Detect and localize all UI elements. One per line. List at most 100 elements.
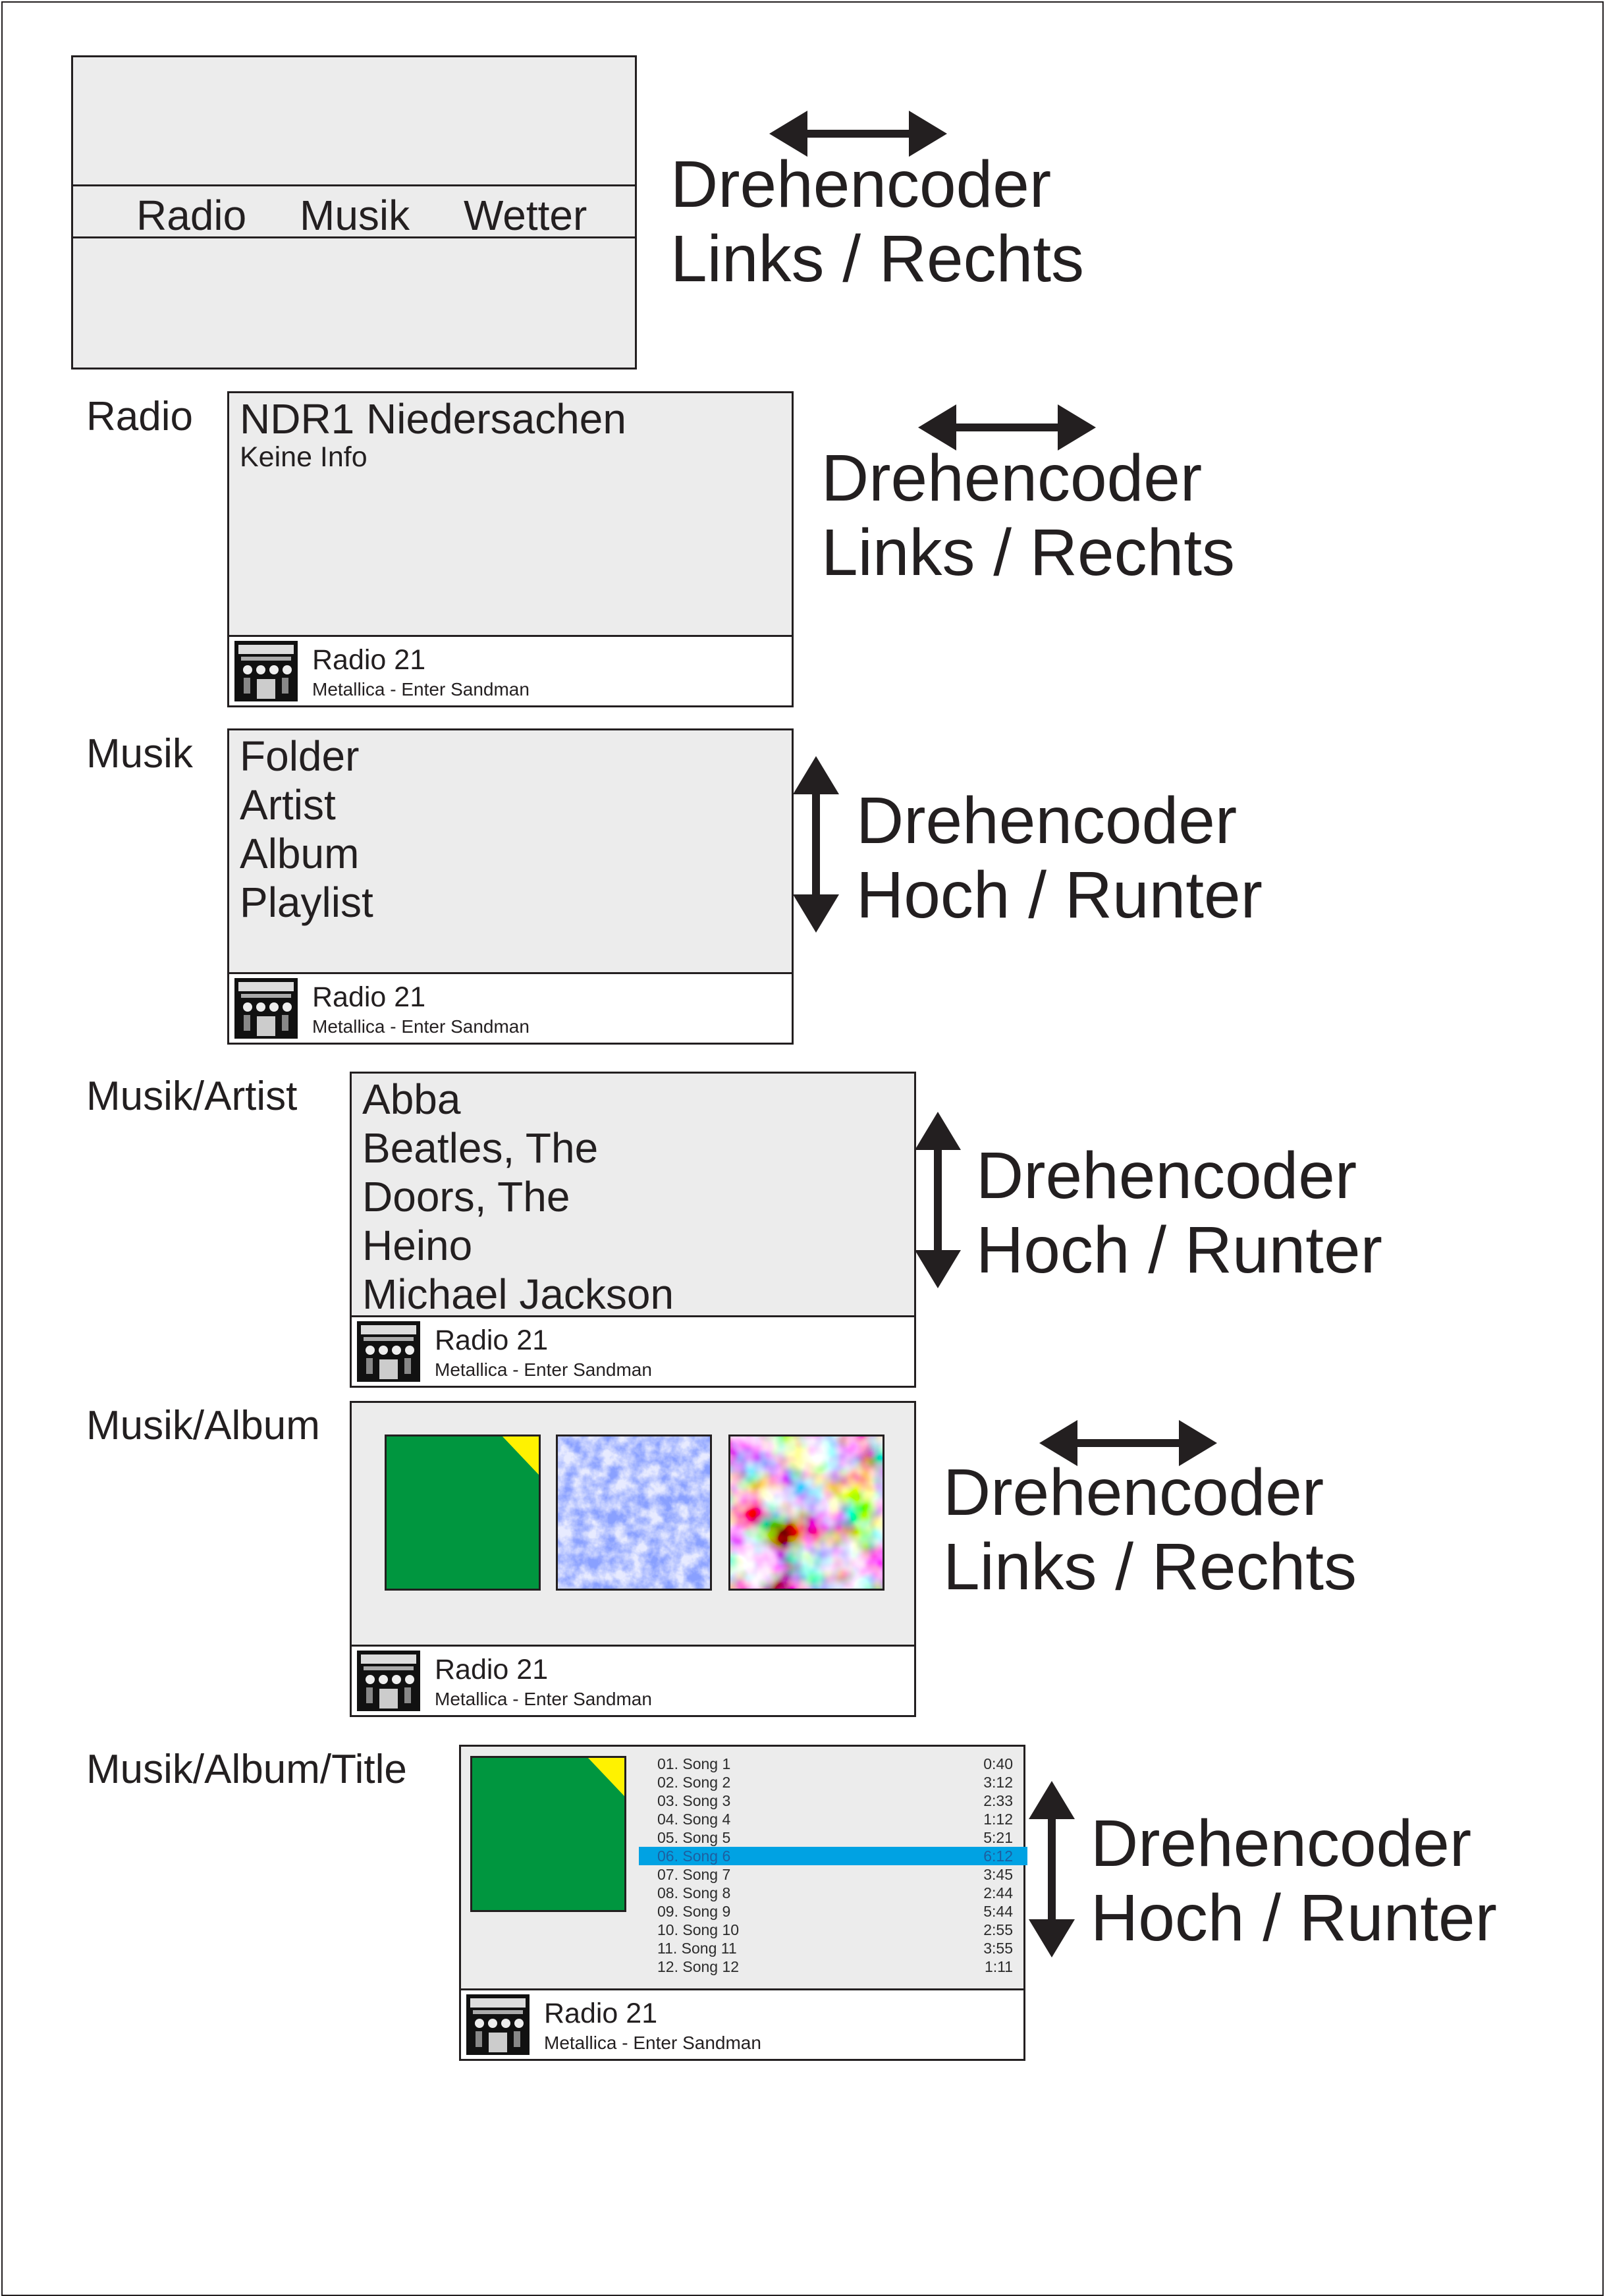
track-name: 02. Song 2 bbox=[657, 1774, 731, 1791]
musik-menu-list: Folder Artist Album Playlist bbox=[240, 732, 373, 927]
player-track: Metallica - Enter Sandman bbox=[312, 1016, 530, 1037]
encoder-direction: Hoch / Runter bbox=[976, 1213, 1382, 1287]
track-row-selected[interactable]: 06. Song 6 6:12 bbox=[639, 1847, 1027, 1865]
track-row[interactable]: 05. Song 5 5:21 bbox=[639, 1828, 1027, 1847]
now-playing-bar[interactable]: Radio 21 Metallica - Enter Sandman bbox=[229, 972, 792, 1043]
encoder-hint-2: Drehencoder Links / Rechts bbox=[821, 441, 1235, 590]
encoder-direction: Links / Rechts bbox=[821, 516, 1236, 589]
green-cover-icon bbox=[470, 1756, 626, 1912]
encoder-direction: Links / Rechts bbox=[943, 1530, 1357, 1604]
track-name: 10. Song 10 bbox=[657, 1921, 740, 1938]
track-duration: 6:12 bbox=[983, 1847, 1013, 1865]
track-row[interactable]: 11. Song 11 3:55 bbox=[639, 1939, 1027, 1957]
track-list: 01. Song 1 0:40 02. Song 2 3:12 03. Song 3… bbox=[639, 1755, 1027, 1976]
encoder-hint-5: Drehencoder Links / Rechts bbox=[943, 1456, 1357, 1604]
list-item[interactable]: Heino bbox=[362, 1222, 473, 1269]
encoder-direction: Links / Rechts bbox=[670, 222, 1085, 296]
track-row[interactable]: 01. Song 1 0:40 bbox=[639, 1755, 1027, 1773]
track-name: 06. Song 6 bbox=[657, 1847, 731, 1865]
player-track: Metallica - Enter Sandman bbox=[544, 2033, 761, 2053]
now-playing-bar[interactable]: Radio 21 Metallica - Enter Sandman bbox=[461, 1988, 1023, 2059]
track-duration: 1:11 bbox=[984, 1958, 1013, 1975]
track-name: 01. Song 1 bbox=[657, 1755, 731, 1772]
player-station: Radio 21 bbox=[312, 981, 426, 1013]
track-row[interactable]: 09. Song 9 5:44 bbox=[639, 1902, 1027, 1921]
player-track: Metallica - Enter Sandman bbox=[435, 1359, 652, 1380]
player-track: Metallica - Enter Sandman bbox=[312, 679, 530, 699]
track-duration: 5:44 bbox=[983, 1903, 1013, 1920]
track-name: 04. Song 4 bbox=[657, 1811, 731, 1828]
up-down-arrow-icon bbox=[915, 1112, 961, 1288]
list-item[interactable]: Folder bbox=[240, 732, 360, 780]
left-right-arrow-icon bbox=[769, 111, 947, 157]
track-duration: 0:40 bbox=[983, 1755, 1013, 1772]
encoder-direction: Hoch / Runter bbox=[856, 858, 1263, 932]
track-row[interactable]: 02. Song 2 3:12 bbox=[639, 1773, 1027, 1791]
musik-artist-screen: Abba Beatles, The Doors, The Heino Micha… bbox=[350, 1072, 916, 1388]
player-station: Radio 21 bbox=[435, 1325, 549, 1356]
up-down-arrow-icon bbox=[1029, 1781, 1075, 1957]
green-cover-icon[interactable] bbox=[385, 1435, 541, 1591]
track-duration: 5:21 bbox=[983, 1829, 1013, 1846]
track-name: 03. Song 3 bbox=[657, 1792, 731, 1809]
encoder-hint-1: Drehencoder Links / Rechts bbox=[670, 148, 1084, 296]
musik-album-screen: Radio 21 Metallica - Enter Sandman bbox=[350, 1401, 916, 1717]
encoder-title: Drehencoder bbox=[943, 1456, 1324, 1529]
list-item[interactable]: Playlist bbox=[240, 879, 373, 926]
menu-item-musik[interactable]: Musik bbox=[300, 192, 410, 239]
radio-station-name: NDR1 Niedersachen bbox=[240, 395, 626, 443]
track-name: 11. Song 11 bbox=[657, 1940, 737, 1957]
track-name: 05. Song 5 bbox=[657, 1829, 731, 1846]
list-item[interactable]: Michael Jackson bbox=[362, 1271, 674, 1318]
list-item[interactable]: Doors, The bbox=[362, 1173, 570, 1220]
track-row[interactable]: 03. Song 3 2:33 bbox=[639, 1791, 1027, 1810]
encoder-title: Drehencoder bbox=[1091, 1807, 1472, 1880]
label-musik-album-title: Musik/Album/Title bbox=[86, 1747, 407, 1792]
label-musik-artist: Musik/Artist bbox=[86, 1074, 298, 1119]
encoder-hint-6: Drehencoder Hoch / Runter bbox=[1091, 1807, 1497, 1955]
list-item[interactable]: Album bbox=[240, 830, 360, 877]
track-name: 09. Song 9 bbox=[657, 1903, 731, 1920]
now-playing-bar[interactable]: Radio 21 Metallica - Enter Sandman bbox=[352, 1315, 914, 1386]
label-radio: Radio bbox=[86, 394, 193, 439]
encoder-hint-4: Drehencoder Hoch / Runter bbox=[976, 1139, 1382, 1288]
encoder-direction: Hoch / Runter bbox=[1091, 1881, 1497, 1955]
now-playing-bar[interactable]: Radio 21 Metallica - Enter Sandman bbox=[352, 1645, 914, 1715]
menu-item-wetter[interactable]: Wetter bbox=[464, 192, 587, 239]
player-station: Radio 21 bbox=[435, 1654, 549, 1685]
track-duration: 2:33 bbox=[983, 1792, 1013, 1809]
track-name: 12. Song 12 bbox=[657, 1958, 740, 1975]
rainbow-cloud-cover-icon[interactable] bbox=[728, 1435, 884, 1591]
radio-screen: NDR1 Niedersachen Keine Info Radio 21 Me… bbox=[227, 391, 794, 707]
blue-cloud-cover-icon[interactable] bbox=[556, 1435, 712, 1591]
list-item[interactable]: Beatles, The bbox=[362, 1124, 599, 1172]
left-right-arrow-icon bbox=[1039, 1420, 1217, 1466]
artist-list: Abba Beatles, The Doors, The Heino Micha… bbox=[362, 1075, 674, 1319]
list-item[interactable]: Abba bbox=[362, 1076, 461, 1123]
menu-item-radio[interactable]: Radio bbox=[136, 192, 247, 239]
track-duration: 3:55 bbox=[983, 1940, 1013, 1957]
list-item[interactable]: Artist bbox=[240, 781, 336, 829]
player-station: Radio 21 bbox=[544, 1998, 658, 2029]
player-station: Radio 21 bbox=[312, 644, 426, 676]
track-row[interactable]: 04. Song 4 1:12 bbox=[639, 1810, 1027, 1828]
metallica-cover-icon bbox=[234, 978, 298, 1039]
track-duration: 3:12 bbox=[983, 1774, 1013, 1791]
encoder-title: Drehencoder bbox=[856, 784, 1238, 858]
now-playing-bar[interactable]: Radio 21 Metallica - Enter Sandman bbox=[229, 635, 792, 705]
metallica-cover-icon bbox=[357, 1321, 420, 1382]
metallica-cover-icon bbox=[234, 641, 298, 701]
track-row[interactable]: 12. Song 12 1:11 bbox=[639, 1957, 1027, 1976]
metallica-cover-icon bbox=[357, 1651, 420, 1711]
track-duration: 1:12 bbox=[983, 1811, 1013, 1828]
main-menu-screen: Radio Musik Wetter bbox=[71, 55, 637, 369]
encoder-hint-3: Drehencoder Hoch / Runter bbox=[856, 784, 1263, 933]
metallica-cover-icon bbox=[466, 1994, 530, 2055]
track-name: 08. Song 8 bbox=[657, 1884, 731, 1901]
track-duration: 3:45 bbox=[983, 1866, 1013, 1883]
encoder-title: Drehencoder bbox=[976, 1139, 1357, 1213]
